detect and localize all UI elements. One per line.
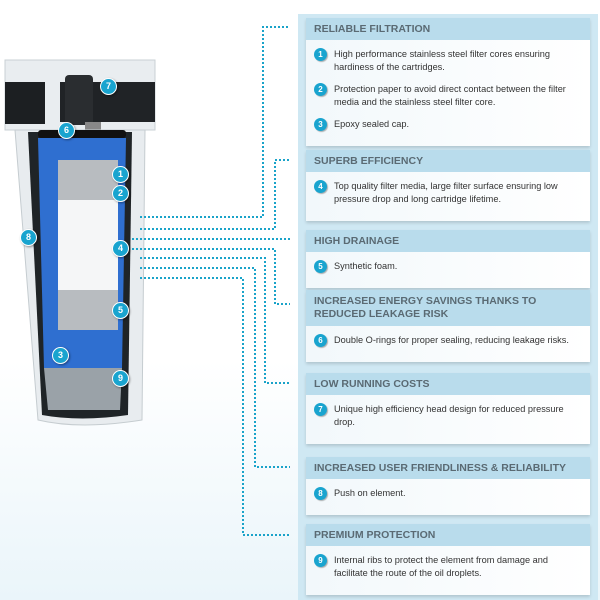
number-badge: 4 [314,180,327,193]
number-badge: 2 [314,83,327,96]
section-title: HIGH DRAINAGE [306,230,590,252]
filter-callout-7: 7 [100,78,117,95]
feature-text: Internal ribs to protect the element fro… [334,555,548,578]
filter-callout-8: 8 [20,229,37,246]
section-title: RELIABLE FILTRATION [306,18,590,40]
number-badge: 7 [314,403,327,416]
feature-text: Top quality filter media, large filter s… [334,181,558,204]
number-badge: 3 [314,118,327,131]
feature-item: 8 Push on element. [314,487,582,500]
filter-callout-2: 2 [112,185,129,202]
section-body: 7 Unique high efficiency head design for … [306,395,590,444]
feature-text: Unique high efficiency head design for r… [334,404,564,427]
section-title: SUPERB EFFICIENCY [306,150,590,172]
section-title: INCREASED USER FRIENDLINESS & RELIABILIT… [306,457,590,479]
filter-callout-1: 1 [112,166,129,183]
feature-text: High performance stainless steel filter … [334,49,551,72]
filter-callout-3: 3 [52,347,69,364]
filter-callout-5: 5 [112,302,129,319]
section-body: 6 Double O-rings for proper sealing, redu… [306,326,590,362]
feature-text: Push on element. [334,488,406,498]
feature-item: 4 Top quality filter media, large filter … [314,180,582,206]
feature-section: HIGH DRAINAGE 5 Synthetic foam. [306,230,590,288]
feature-item: 3 Epoxy sealed cap. [314,118,582,131]
section-body: 9 Internal ribs to protect the element fr… [306,546,590,595]
feature-item: 2 Protection paper to avoid direct contac… [314,83,582,109]
filter-callout-9: 9 [112,370,129,387]
number-badge: 6 [314,334,327,347]
section-body: 8 Push on element. [306,479,590,515]
number-badge: 5 [314,260,327,273]
section-body: 5 Synthetic foam. [306,252,590,288]
filter-callout-4: 4 [112,240,129,257]
connector-lines [132,26,290,536]
number-badge: 9 [314,554,327,567]
feature-section: PREMIUM PROTECTION 9 Internal ribs to prot… [306,524,590,595]
feature-item: 7 Unique high efficiency head design for … [314,403,582,429]
section-body: 1 High performance stainless steel filter… [306,40,590,146]
feature-text: Double O-rings for proper sealing, reduc… [334,335,569,345]
feature-text: Synthetic foam. [334,261,398,271]
feature-section: RELIABLE FILTRATION 1 High performance sta… [306,18,590,146]
feature-text: Protection paper to avoid direct contact… [334,84,566,107]
number-badge: 8 [314,487,327,500]
section-title: INCREASED ENERGY SAVINGS THANKS TO REDUC… [306,290,590,326]
feature-section: INCREASED USER FRIENDLINESS & RELIABILIT… [306,457,590,515]
feature-item: 9 Internal ribs to protect the element fr… [314,554,582,580]
feature-section: LOW RUNNING COSTS 7 Unique high efficiency… [306,373,590,444]
feature-item: 5 Synthetic foam. [314,260,582,273]
feature-item: 1 High performance stainless steel filter… [314,48,582,74]
filter-callout-6: 6 [58,122,75,139]
section-body: 4 Top quality filter media, large filter … [306,172,590,221]
features-panel: RELIABLE FILTRATION 1 High performance sta… [298,14,598,600]
feature-item: 6 Double O-rings for proper sealing, redu… [314,334,582,347]
feature-section: INCREASED ENERGY SAVINGS THANKS TO REDUC… [306,290,590,362]
feature-text: Epoxy sealed cap. [334,119,410,129]
section-title: PREMIUM PROTECTION [306,524,590,546]
feature-section: SUPERB EFFICIENCY 4 Top quality filter med… [306,150,590,221]
section-title: LOW RUNNING COSTS [306,373,590,395]
number-badge: 1 [314,48,327,61]
